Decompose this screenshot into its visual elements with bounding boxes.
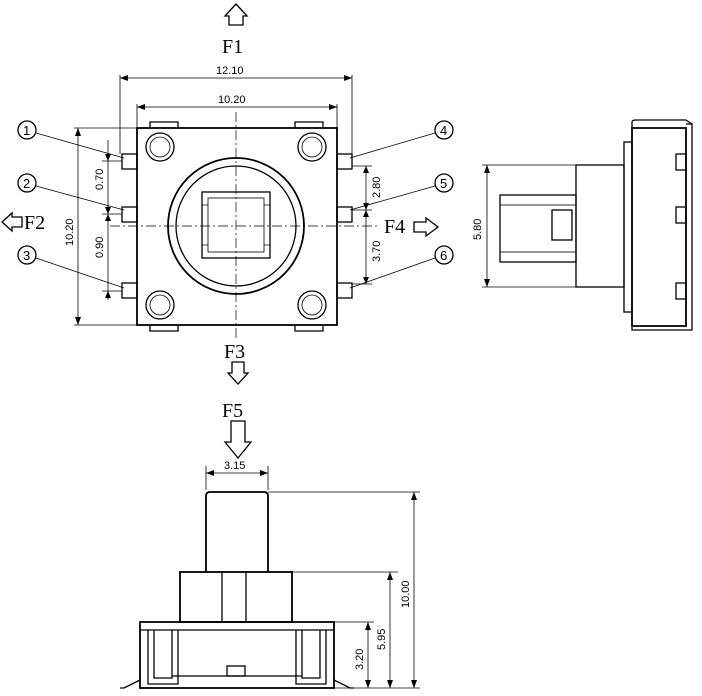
dim-left-pitch-upper: 0.70 (94, 169, 106, 190)
f4-label: F4 (384, 216, 405, 238)
base (139, 621, 335, 689)
f5-arrow (223, 420, 253, 460)
pin-6-pad (336, 282, 353, 299)
pin-5-marker (434, 173, 454, 193)
f5-label: F5 (222, 400, 243, 422)
f1-label: F1 (222, 36, 243, 58)
dim-actuator-width: 3.15 (224, 460, 245, 472)
dim-base-height: 3.20 (354, 649, 366, 670)
svg-text:3: 3 (23, 248, 30, 263)
dim-right-pitch-lower: 3.70 (371, 241, 383, 262)
dim-side-height: 5.80 (472, 219, 484, 240)
pin-1-marker (17, 120, 37, 140)
dim-body-height: 10.20 (64, 218, 76, 246)
actuator-stem (205, 491, 269, 572)
top-view (110, 112, 380, 340)
svg-text:6: 6 (440, 248, 447, 263)
svg-text:2: 2 (23, 176, 30, 191)
top-body (136, 127, 338, 326)
front-view: 3.15 10.00 5.95 3.20 (120, 460, 420, 689)
pin-6-marker (434, 245, 454, 265)
dim-left-pitch-lower: 0.90 (94, 237, 106, 258)
pin-5-pad (336, 206, 353, 223)
pin-4-pad (336, 153, 353, 170)
dim-shoulder-height: 5.95 (376, 629, 388, 650)
svg-text:4: 4 (440, 123, 447, 138)
dim-total-height: 10.00 (400, 580, 412, 608)
pin-2-marker (17, 173, 37, 193)
side-view: 5.80 (472, 119, 693, 331)
pin-1-pad (121, 153, 138, 170)
f4-arrow (413, 216, 440, 238)
svg-text:1: 1 (23, 123, 30, 138)
svg-text:5: 5 (440, 176, 447, 191)
f3-label: F3 (224, 341, 245, 363)
dim-overall-width: 12.10 (216, 65, 244, 77)
f2-label: F2 (24, 212, 45, 234)
f1-arrow (223, 3, 249, 26)
pin-3-marker (17, 245, 37, 265)
dim-body-width: 10.20 (218, 94, 246, 106)
pin-callouts: 1 2 3 4 5 6 (17, 120, 454, 289)
top-view-dimensions: 12.10 10.20 10.20 0.70 0.90 2.80 3.70 (64, 65, 383, 326)
f3-arrow (226, 361, 250, 385)
pin-2-pad (121, 206, 138, 223)
pin-3-pad (121, 282, 138, 299)
dim-right-pitch-upper: 2.80 (371, 177, 383, 198)
f2-arrow (1, 211, 23, 233)
pin-4-marker (434, 120, 454, 140)
